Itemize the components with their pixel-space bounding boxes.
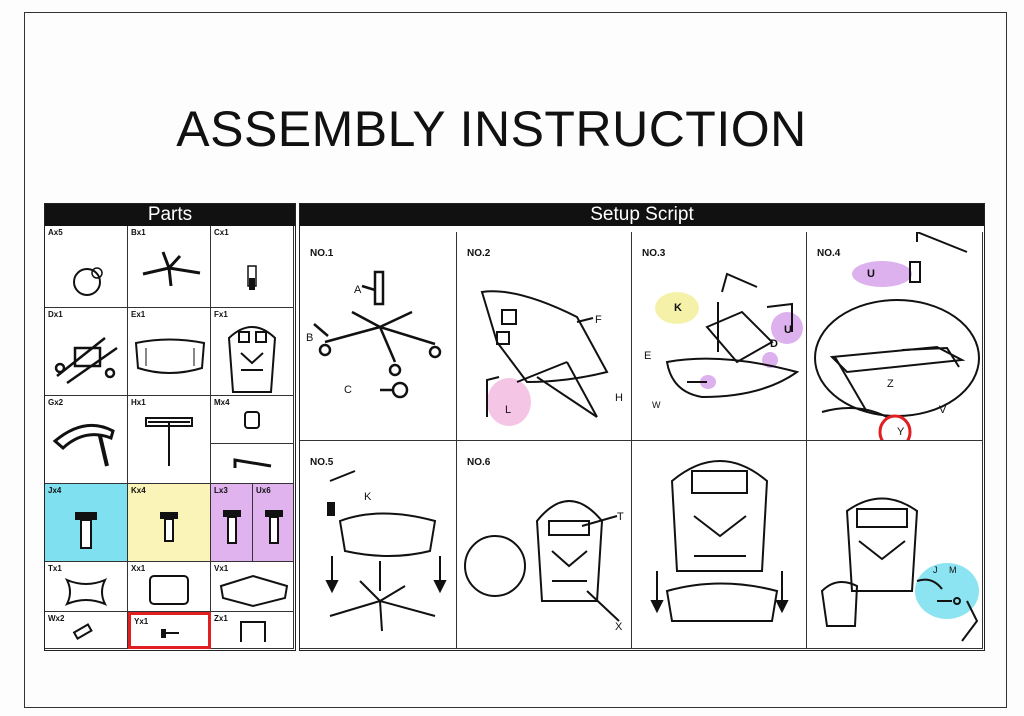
part-e: Ex1 <box>128 308 211 396</box>
backrest-assembly-icon <box>480 290 609 426</box>
mechanism-icon <box>54 337 118 385</box>
allen-key-icon <box>233 458 272 468</box>
part-h: Hx1 <box>128 396 211 484</box>
part-l: Lx3 <box>211 484 253 562</box>
part-g: Gx2 <box>45 396 128 484</box>
seat-mount-icon <box>325 470 447 632</box>
armrest-icon <box>52 423 115 467</box>
step-1: NO.1 A B C <box>300 232 457 441</box>
part-t: Tx1 <box>45 562 128 612</box>
step-2: NO.2 F L H <box>457 232 632 441</box>
bracket-icon <box>145 417 193 466</box>
page-frame <box>24 12 1007 708</box>
pillow-attach-icon <box>464 500 620 622</box>
seat-cushion-icon <box>134 338 206 374</box>
gas-lift-icon <box>247 265 257 290</box>
cap-icon <box>244 411 260 429</box>
head-pillow-icon <box>64 578 108 606</box>
part-k: Kx4 <box>128 484 211 562</box>
screw-icon <box>75 512 97 549</box>
parts-grid: Ax5 Bx1 Cx1 Dx1 Ex1 Fx1 Gx2 H <box>45 226 294 649</box>
lumbar-pillow-icon <box>149 575 189 605</box>
part-j: Jx4 <box>45 484 128 562</box>
setup-panel: Setup Script NO.1 A B C NO.2 <box>299 203 985 651</box>
screw-icon <box>160 512 178 542</box>
plate-icon <box>219 574 289 608</box>
part-f: Fx1 <box>211 308 294 396</box>
part-v: Vx1 <box>211 562 294 612</box>
seat-attach-icon <box>814 232 980 440</box>
backrest-icon <box>227 326 277 393</box>
step-3: NO.3 K U D E W <box>632 232 807 441</box>
step-6: NO.6 T X <box>457 441 632 649</box>
step-4: NO.4 U Z V Y <box>807 232 983 441</box>
part-key <box>211 444 294 484</box>
part-b: Bx1 <box>128 226 211 308</box>
chair-base-assembly-icon <box>313 270 442 399</box>
armrest-attach-icon <box>820 497 979 642</box>
clip-icon <box>72 623 93 640</box>
part-d: Dx1 <box>45 308 128 396</box>
step-5: NO.5 K <box>300 441 457 649</box>
parts-panel: Parts Ax5 Bx1 Cx1 Dx1 Ex1 Fx1 Gx2 <box>44 203 296 651</box>
part-u: Ux6 <box>253 484 294 562</box>
screw-icon <box>223 510 241 544</box>
part-z: Zx1 <box>211 612 294 649</box>
part-w: Wx2 <box>45 612 128 649</box>
part-a: Ax5 <box>45 226 128 308</box>
setup-header: Setup Script <box>300 204 984 226</box>
part-c: Cx1 <box>211 226 294 308</box>
chair-base-icon <box>142 251 201 287</box>
page-title: ASSEMBLY INSTRUCTION <box>176 101 807 157</box>
part-m: Mx4 <box>211 396 294 444</box>
step-7 <box>632 441 807 649</box>
part-y: Yx1 <box>128 612 211 649</box>
small-screw-icon <box>161 629 179 638</box>
screw-icon <box>265 510 283 544</box>
mechanism-assembly-icon <box>655 272 803 399</box>
part-x: Xx1 <box>128 562 211 612</box>
caster-wheel-icon <box>73 267 103 296</box>
step-8: J M <box>807 441 983 649</box>
parts-header: Parts <box>45 204 295 226</box>
rod-icon <box>240 621 266 642</box>
chair-lower-icon <box>650 460 789 622</box>
